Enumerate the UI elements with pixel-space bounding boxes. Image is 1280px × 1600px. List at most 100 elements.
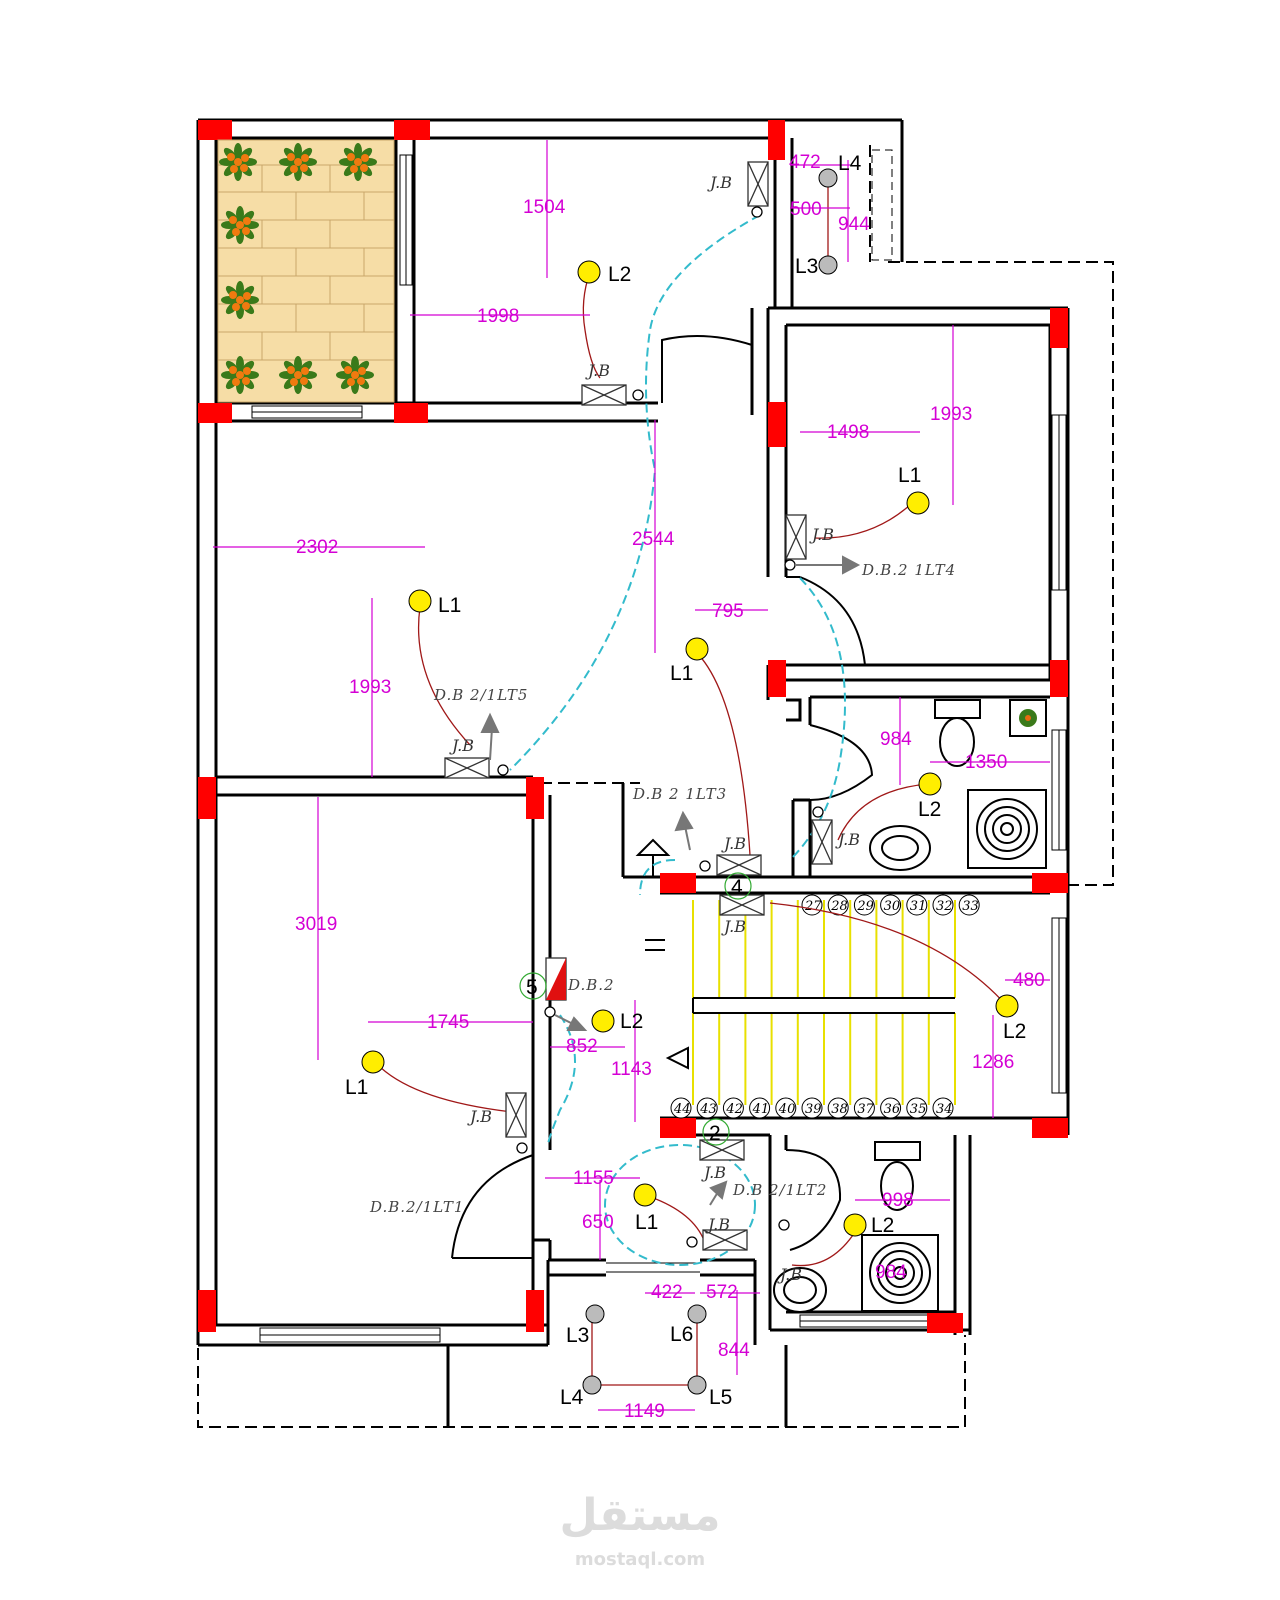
stair-step-number: 44	[673, 1102, 691, 1117]
stair-step-number: 38	[831, 1102, 848, 1117]
dimension-label: 650	[582, 1212, 614, 1233]
dimension-label: 1993	[349, 677, 391, 698]
junction-box-icon	[581, 384, 627, 406]
junction-box-icon	[719, 894, 765, 916]
watermark-arabic: مستقل	[560, 1490, 721, 1541]
stair-step-number: 42	[725, 1102, 743, 1117]
stair-step-marker	[958, 894, 980, 916]
dimension-label: 1998	[477, 306, 519, 327]
ceiling-lamp-icon	[585, 1304, 605, 1324]
dimension-lines	[213, 140, 1050, 1411]
lamp-label: L2	[620, 1010, 643, 1033]
dimension-label: 1504	[523, 197, 566, 218]
stair-step-number: 33	[962, 899, 979, 914]
junction-box-icon	[699, 1139, 745, 1161]
stair-step-marker	[722, 1097, 744, 1119]
dimension-label: 1350	[965, 752, 1007, 773]
stair-step-number: 40	[778, 1102, 796, 1117]
stair-step-marker	[853, 1097, 875, 1119]
jb-label: J.B	[467, 1107, 492, 1126]
circuit-label: D.B.2/1LT1	[369, 1198, 464, 1216]
dimension-label: 1286	[972, 1052, 1014, 1073]
lamp-label: L5	[709, 1386, 732, 1409]
switches	[497, 206, 824, 1248]
jb-label: J.B	[705, 1215, 730, 1234]
jb-label: J.B	[777, 1265, 802, 1284]
switch-icon	[812, 806, 824, 818]
dimension-label: 3019	[295, 914, 337, 935]
junction-box-icon	[811, 819, 833, 865]
plant-icon	[221, 356, 259, 394]
stair-step-marker	[906, 1097, 928, 1119]
switch-icon	[686, 1236, 698, 1248]
ceiling-lamp-icon	[918, 772, 942, 796]
circuit-wires	[374, 176, 1008, 1386]
plant-icon	[336, 356, 374, 394]
dimension-label: 1149	[624, 1401, 665, 1422]
stair-step-number: 27	[804, 899, 822, 914]
junction-box-labels: J.B J.B J.B J.B J.B J.B J.B J.B J.B J.B …	[449, 173, 860, 1284]
washbasin-icon	[869, 825, 931, 871]
lamp-label: L1	[635, 1211, 658, 1234]
lamp-label: L4	[838, 152, 862, 175]
stair-step-number: 35	[910, 1102, 927, 1117]
dimension-label: 2302	[296, 537, 338, 558]
lamps	[361, 168, 1019, 1395]
switch-icon	[751, 206, 763, 218]
ceiling-lamp-icon	[687, 1375, 707, 1395]
plant-icon	[339, 143, 377, 181]
stair-step-number: 36	[884, 1102, 901, 1117]
jb-label: J.B	[449, 736, 474, 755]
switch-icon	[699, 860, 711, 872]
marker-label: 4	[731, 876, 743, 899]
lamp-label: L1	[670, 662, 693, 685]
dimension-label: 998	[882, 1190, 914, 1211]
distribution-board-icon	[545, 957, 567, 1001]
dimension-label: 1498	[827, 422, 869, 443]
jb-label: J.B	[721, 834, 746, 853]
plant-icon	[219, 143, 377, 394]
ceiling-lamp-icon	[995, 994, 1019, 1018]
jb-label: J.B	[585, 361, 610, 380]
lamp-label: L6	[670, 1323, 693, 1346]
jb-label: J.B	[835, 830, 860, 849]
jb-label: J.B	[707, 173, 732, 192]
junction-box-icon	[702, 1229, 748, 1251]
junction-boxes	[444, 161, 833, 1251]
lamp-label: L2	[608, 263, 631, 286]
plant-icon	[279, 143, 317, 181]
switch-icon	[632, 389, 644, 401]
marker-label: 2	[709, 1122, 721, 1145]
stair-step-number: 30	[884, 899, 901, 914]
windows	[251, 149, 1067, 1343]
jb-label: J.B	[701, 1163, 726, 1182]
junction-box-icon	[747, 161, 769, 207]
lamp-label: L2	[918, 798, 941, 821]
stair-step-number: 43	[699, 1102, 717, 1117]
circuit-label: D.B 2 1LT3	[632, 785, 727, 803]
ceiling-lamp-icon	[818, 255, 838, 275]
dimension-label: 984	[875, 1262, 907, 1283]
stair-step-number: 39	[805, 1102, 822, 1117]
switch-icon	[544, 1006, 556, 1018]
ceiling-lamp-icon	[408, 589, 432, 613]
watermark-latin: mostaql.com	[575, 1549, 705, 1570]
switch-icon	[784, 559, 796, 571]
stair-step-marker	[696, 1097, 718, 1119]
circuit-labels: D.B.2 1LT4 D.B 2/1LT5 D.B 2 1LT3 D.B.2 D…	[369, 561, 955, 1216]
ceiling-lamp-icon	[582, 1375, 602, 1395]
circuit-arrows	[480, 555, 861, 1206]
dimension-label: 422	[651, 1282, 683, 1303]
stair-step-number: 34	[936, 1102, 953, 1117]
watermark-logo: مستقل mostaql.com	[560, 1490, 721, 1570]
jb-label: J.B	[809, 525, 834, 544]
stair-step-marker	[880, 894, 902, 916]
stair-step-marker	[827, 894, 849, 916]
shower-tray-icon	[967, 789, 1047, 869]
circuit-markers: 4 5 2	[519, 872, 752, 1146]
dimension-label: 852	[566, 1036, 598, 1057]
arrow-icon	[709, 1180, 728, 1200]
stair-arrow-icon	[635, 838, 689, 1070]
